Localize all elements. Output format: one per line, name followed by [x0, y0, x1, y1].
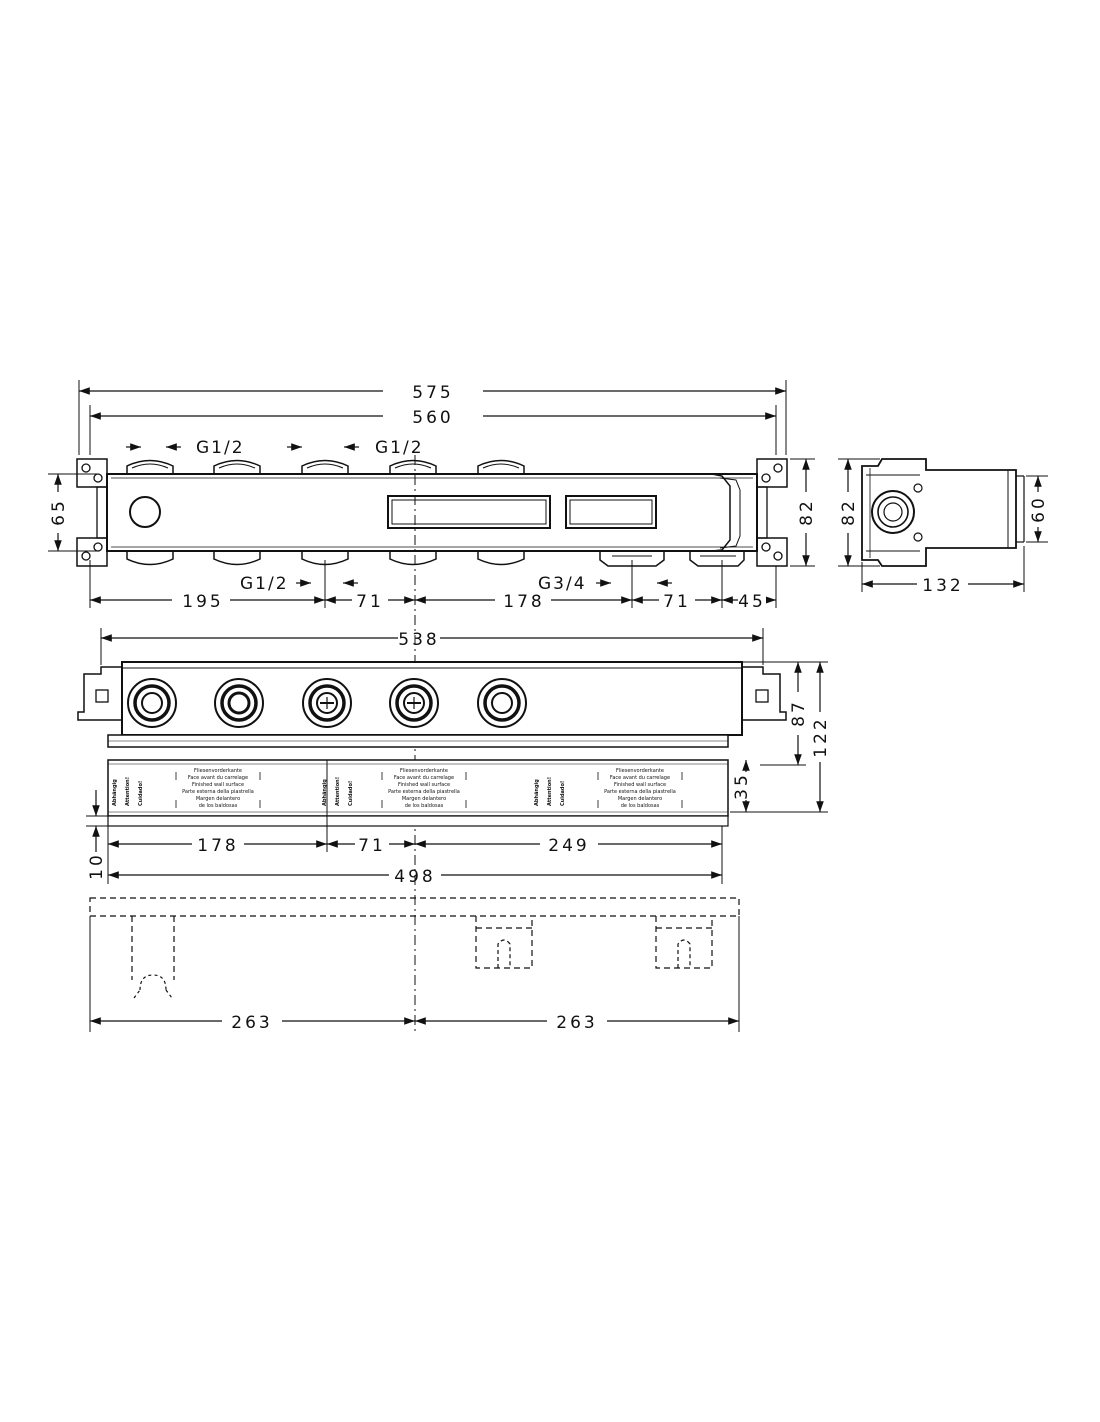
strip-text-2: Fliesenvorderkante Face avant du carrela… [322, 768, 460, 809]
svg-text:Parte esterna della piastrella: Parte esterna della piastrella [388, 789, 460, 795]
svg-text:Finished wall surface: Finished wall surface [398, 782, 450, 788]
dimension-560: 560 [90, 408, 776, 428]
dim-label-60: 60 [1029, 495, 1049, 523]
tile-depth-strip [107, 759, 729, 817]
svg-text:Margen delantero: Margen delantero [196, 796, 240, 802]
svg-text:Parte esterna della piastrella: Parte esterna della piastrella [604, 789, 676, 795]
svg-text:Finished wall surface: Finished wall surface [614, 782, 666, 788]
svg-text:Face avant du carrelage: Face avant du carrelage [394, 775, 454, 781]
svg-text:Abhängig: Abhängig [322, 779, 328, 806]
svg-text:Abhängig: Abhängig [534, 779, 540, 806]
svg-text:Attention!: Attention! [125, 777, 131, 806]
svg-text:Abhängig: Abhängig [112, 779, 118, 806]
dimension-82-top: 82 [790, 458, 817, 567]
dim-label-35: 35 [732, 772, 752, 800]
outlet-1 [127, 678, 177, 728]
valve-body-top [106, 473, 758, 552]
svg-text:Attention!: Attention! [335, 777, 341, 806]
dim-label-132: 132 [922, 576, 963, 596]
svg-text:Face avant du carrelage: Face avant du carrelage [188, 775, 248, 781]
dim-label-538: 538 [398, 630, 439, 650]
dimension-575: 575 [79, 383, 786, 403]
svg-text:de los baldosas: de los baldosas [199, 803, 238, 809]
dim-label-560: 560 [412, 408, 453, 428]
svg-text:de los baldosas: de los baldosas [621, 803, 660, 809]
svg-text:Finished wall surface: Finished wall surface [192, 782, 244, 788]
svg-text:Cuidado!: Cuidado! [138, 781, 144, 806]
dim-label-82-top: 82 [797, 498, 817, 526]
mounting-view: 263 263 [89, 897, 740, 1033]
outlet-2 [214, 678, 264, 728]
svg-text:de los baldosas: de los baldosas [405, 803, 444, 809]
outlet-3 [302, 678, 352, 728]
svg-text:Fliesenvorderkante: Fliesenvorderkante [194, 768, 242, 774]
svg-text:Parte esterna della piastrella: Parte esterna della piastrella [182, 789, 254, 795]
outlet-4 [389, 678, 439, 728]
svg-text:Margen delantero: Margen delantero [402, 796, 446, 802]
dim-label-82-side: 82 [839, 498, 859, 526]
dim-label-178b: 178 [197, 836, 238, 856]
dim-label-10: 10 [87, 852, 107, 880]
svg-text:Attention!: Attention! [547, 777, 553, 806]
dim-label-263-left: 263 [231, 1013, 272, 1033]
dimension-65: 65 [48, 473, 98, 552]
svg-text:Cuidado!: Cuidado! [348, 781, 354, 806]
dim-label-178a: 178 [503, 592, 544, 612]
svg-text:Fliesenvorderkante: Fliesenvorderkante [616, 768, 664, 774]
side-view: 82 60 132 [838, 458, 1049, 596]
dim-label-195: 195 [182, 592, 223, 612]
dim-label-65: 65 [49, 498, 69, 526]
strip-text-1: Fliesenvorderkante Face avant du carrela… [112, 768, 254, 809]
top-view: 575 560 G1/2 G1/2 [48, 380, 817, 1035]
svg-text:Cuidado!: Cuidado! [560, 781, 566, 806]
thread-label-top-left: G1/2 [196, 438, 245, 458]
svg-text:Margen delantero: Margen delantero [618, 796, 662, 802]
thread-label-bottom-left: G1/2 [240, 574, 289, 594]
thread-label-top-right: G1/2 [375, 438, 424, 458]
thread-label-bottom-right: G3/4 [538, 574, 587, 594]
dim-label-249: 249 [548, 836, 589, 856]
dim-label-71c: 71 [358, 836, 386, 856]
dim-label-71a: 71 [356, 592, 384, 612]
bottom-ports [126, 550, 745, 567]
dim-label-45: 45 [738, 592, 766, 612]
dim-label-87: 87 [789, 699, 809, 727]
svg-text:Fliesenvorderkante: Fliesenvorderkante [400, 768, 448, 774]
outlet-5 [477, 678, 527, 728]
dim-label-498: 498 [394, 867, 435, 887]
dim-label-575: 575 [412, 383, 453, 403]
dim-label-71b: 71 [663, 592, 691, 612]
svg-text:Face avant du carrelage: Face avant du carrelage [610, 775, 670, 781]
dim-label-263-right: 263 [556, 1013, 597, 1033]
strip-text-3: Fliesenvorderkante Face avant du carrela… [534, 768, 676, 809]
dim-label-122: 122 [811, 716, 831, 757]
control-knob [129, 496, 161, 528]
top-ports [126, 459, 525, 475]
front-view: 538 [77, 628, 831, 887]
